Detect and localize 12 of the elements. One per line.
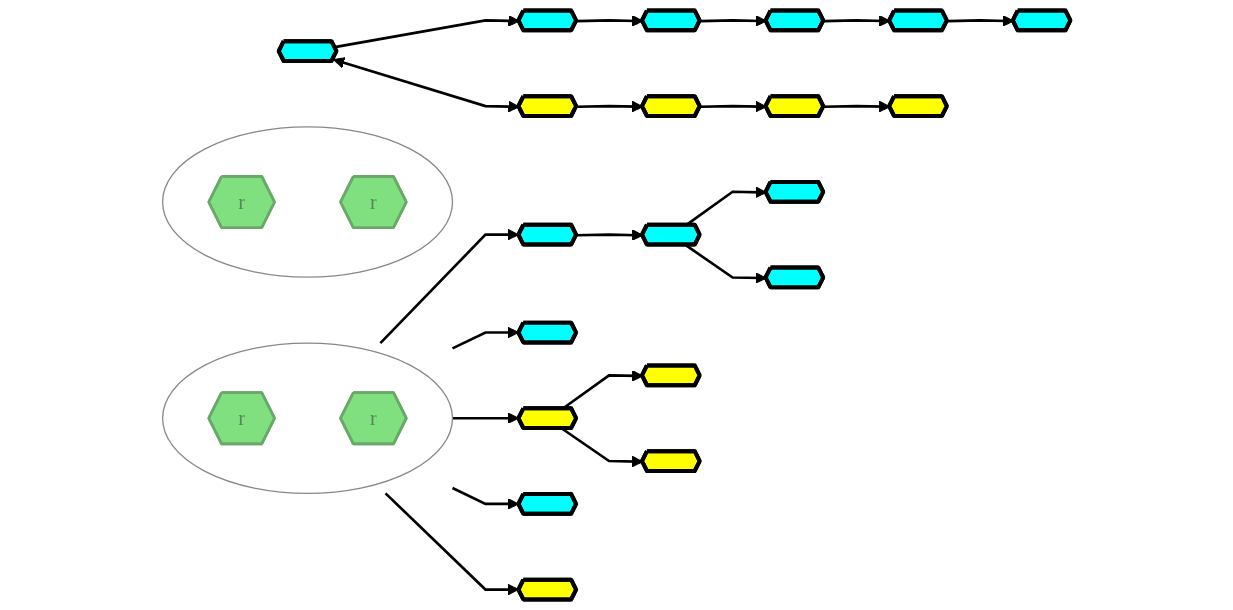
arrow [823, 15, 891, 27]
arrow [700, 15, 767, 27]
arrow [451, 486, 519, 510]
arrow [700, 100, 767, 113]
arrow [947, 15, 1014, 27]
arrow [452, 412, 519, 424]
arrow [685, 244, 767, 284]
arrow [823, 100, 891, 113]
arrow [384, 492, 519, 596]
arrow [333, 57, 520, 113]
arrow [451, 326, 519, 350]
arrow [379, 228, 519, 344]
